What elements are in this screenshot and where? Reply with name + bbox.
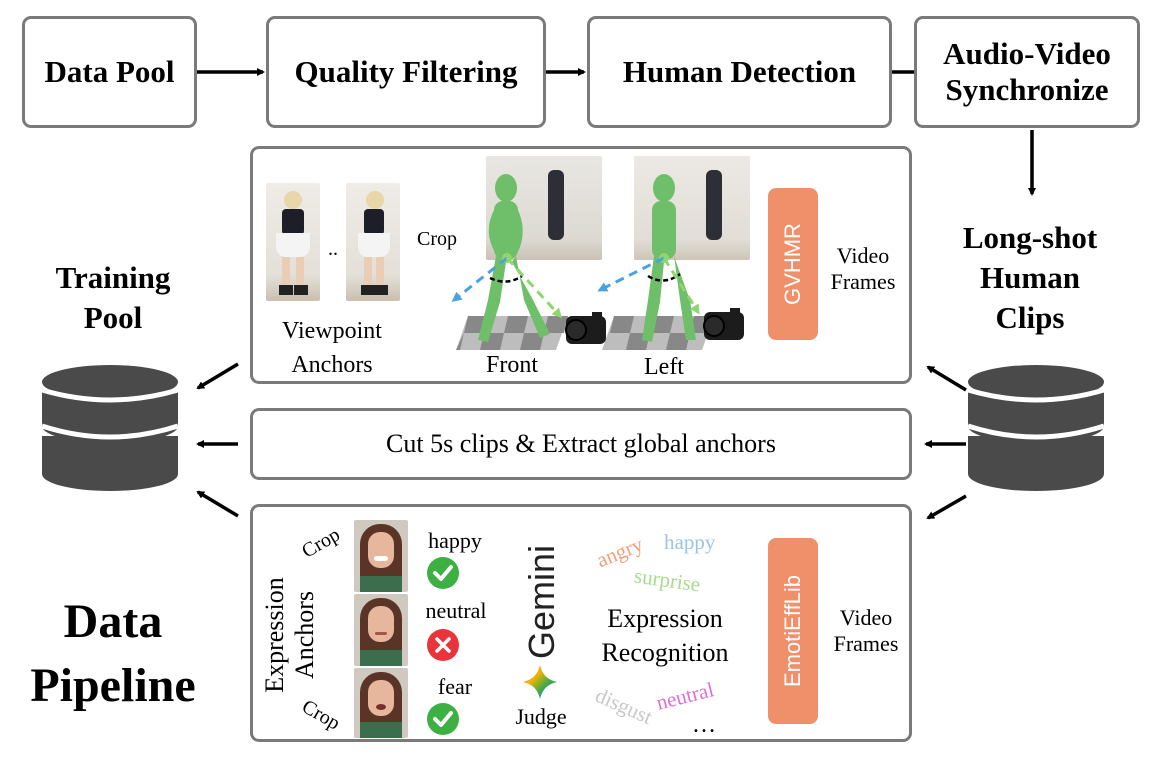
arrow-db-to-expression: [926, 494, 967, 520]
face: [368, 532, 394, 568]
dancer-boot: [374, 285, 388, 295]
emotion-ellipsis: …: [692, 712, 716, 738]
quality-filtering-label: Quality Filtering: [294, 54, 518, 89]
dancer-boot: [279, 285, 293, 295]
expression-anchors-wrapper: Expression Anchors: [260, 560, 319, 710]
data-pipeline-title: Data Pipeline: [30, 595, 196, 712]
viewpoint-video-frames-label: Video Frames: [830, 243, 896, 294]
front-view-frame: [486, 156, 602, 260]
arrow-db-to-viewpoint: [926, 365, 967, 392]
viewpoint-anchor-left-image: [346, 183, 400, 301]
shirt: [360, 650, 402, 666]
judge-label: Judge: [515, 704, 567, 729]
dancer-boot: [294, 285, 308, 295]
gemini-label: Gemini: [521, 544, 562, 660]
smile: [374, 556, 388, 561]
result-label-neutral: neutral: [425, 598, 487, 623]
face: [368, 680, 394, 716]
crop-label: Crop: [417, 228, 457, 250]
shirt: [360, 576, 402, 592]
result-label-fear: fear: [437, 674, 473, 699]
human-detection-box: Human Detection: [587, 16, 892, 128]
training-pool-label: Training Pool: [55, 260, 171, 335]
mouth: [376, 704, 386, 710]
emotion-word-happy: happy: [664, 530, 716, 554]
dancer-leg: [364, 257, 372, 287]
face-crop-fear: [354, 668, 408, 738]
expression-recognition-label: Expression Recognition: [601, 604, 729, 667]
dancer-figure: [706, 170, 722, 240]
front-label: Front: [485, 352, 538, 378]
gvhmr-block: GVHMR: [768, 188, 818, 340]
long-shot-clips-label: Long-shot Human Clips: [962, 220, 1098, 335]
face-crop-happy: [354, 520, 408, 592]
audio-video-sync-box: Audio-Video Synchronize: [914, 16, 1140, 128]
dancer-leg: [282, 257, 290, 287]
anchor-ellipsis: ..: [328, 238, 338, 260]
shirt: [360, 722, 402, 738]
quality-filtering-box: Quality Filtering: [266, 16, 546, 128]
dancer-skirt: [276, 233, 310, 257]
arrow-expression-to-pool: [196, 490, 239, 518]
dancer-boot: [361, 285, 375, 295]
cut-clips-label: Cut 5s clips & Extract global anchors: [386, 429, 776, 458]
left-label: Left: [644, 354, 684, 380]
arrow-viewpoint-to-pool: [196, 362, 239, 390]
audio-video-sync-label: Audio-Video Synchronize: [943, 36, 1111, 107]
data-pool-label: Data Pool: [44, 54, 175, 89]
result-label-happy: happy: [428, 528, 482, 553]
dancer-head: [284, 191, 302, 209]
dancer-leg: [376, 257, 384, 287]
dancer-top: [364, 209, 384, 235]
dancer-skirt: [358, 233, 390, 257]
expression-anchors-label: Expression Anchors: [260, 577, 319, 693]
face: [368, 606, 394, 642]
training-pool-database-icon: [41, 365, 179, 491]
viewpoint-anchors-label: Viewpoint Anchors: [282, 318, 382, 378]
dancer-top: [282, 209, 304, 235]
cut-clips-panel: Cut 5s clips & Extract global anchors: [250, 408, 912, 480]
data-pool-box: Data Pool: [22, 16, 197, 128]
viewpoint-anchor-front-image: [266, 183, 320, 301]
mouth: [375, 632, 387, 635]
dancer-leg: [296, 257, 304, 287]
human-detection-label: Human Detection: [622, 54, 857, 89]
gvhmr-label: GVHMR: [780, 223, 805, 305]
gemini-wordmark: Gemini: [518, 542, 566, 662]
left-view-frame: [634, 156, 750, 260]
long-shot-clips-database-icon: [967, 365, 1105, 491]
dancer-head: [366, 191, 384, 209]
emotiefflib-block: EmotiEffLib: [768, 538, 818, 724]
face-crop-neutral: [354, 594, 408, 666]
dancer-figure: [548, 170, 564, 240]
expression-video-frames-label: Video Frames: [833, 605, 899, 656]
emotiefflib-label: EmotiEffLib: [780, 574, 805, 688]
